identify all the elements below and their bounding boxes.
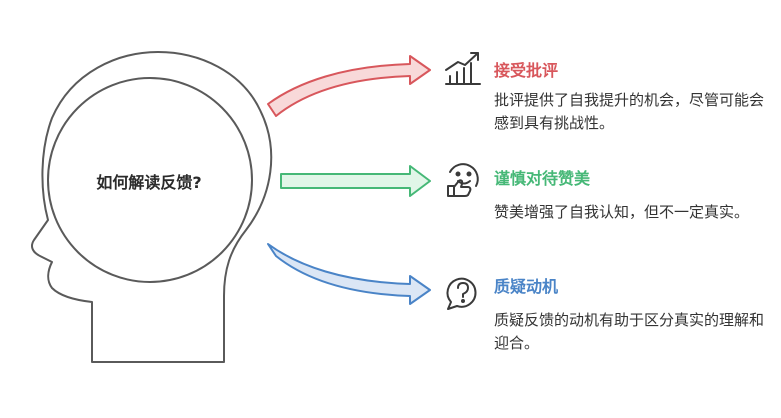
rising-chart-icon [445, 52, 481, 85]
center-question: 如何解读反馈? [96, 173, 202, 192]
arrow-treat-praise [280, 165, 431, 197]
item-title-accept-criticism: 接受批评 [494, 61, 559, 80]
item-description-treat-praise: 赞美增强了自我认知，但不一定真实。 [494, 203, 750, 221]
arrow-question-motives [267, 243, 431, 305]
arrow-accept-criticism [267, 55, 431, 117]
thought-circle [47, 77, 253, 283]
item-title-question-motives: 质疑动机 [494, 277, 559, 296]
item-description-accept-criticism: 批评提供了自我提升的机会，尽管可能会感到具有挑战性。 [494, 91, 765, 132]
thumbs-up-smiley-icon [447, 163, 479, 197]
item-title-treat-praise: 谨慎对待赞美 [494, 169, 591, 188]
question-bubble-icon [446, 277, 477, 310]
item-description-question-motives: 质疑反馈的动机有助于区分真实的理解和迎合。 [494, 311, 765, 352]
